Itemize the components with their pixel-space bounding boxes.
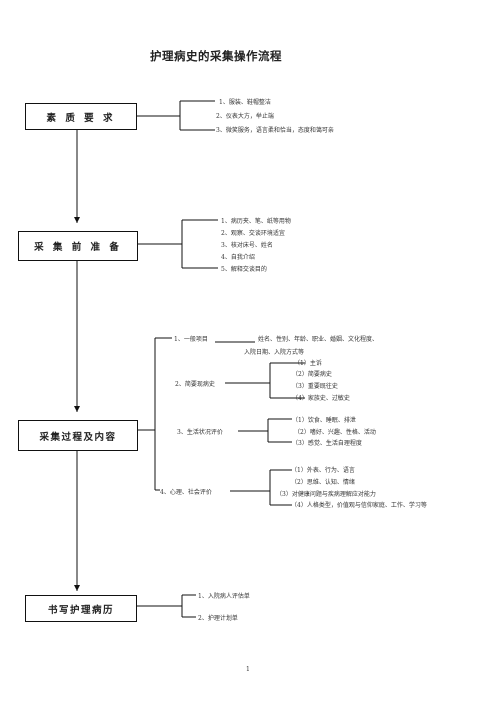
psych-item: （1）外表、行为、语言: [291, 467, 355, 474]
life-item: （3）感觉、生活自理程度: [292, 440, 362, 447]
page-title: 护理病史的采集操作流程: [150, 49, 282, 63]
record-item: 2、护理计划单: [198, 615, 238, 622]
step-label-process: 采集过程及内容: [39, 431, 117, 443]
prep-item: 5、解释交谈目的: [221, 266, 267, 273]
psych-item: （2）思维、认知、情绪: [291, 479, 355, 486]
step-box-quality: 素 质 要 求: [25, 103, 137, 130]
general-label: 1、一般项目: [174, 336, 208, 343]
step-label-quality: 素 质 要 求: [46, 112, 116, 124]
prep-item: 4、自我介绍: [221, 254, 255, 261]
quality-item: 3、微笑服务，语言柔和恰当，态度和蔼可亲: [216, 127, 334, 134]
general-text: 姓名、性别、年龄、职业、婚姻、文化程度、: [258, 336, 379, 343]
psych-item: （3）对健康问题与疾病理解应对能力: [276, 491, 376, 498]
quality-item: 2、仪表大方，举止端: [216, 113, 274, 120]
prep-item: 3、核对床号、姓名: [221, 242, 273, 249]
quality-item: 1、服装、鞋帽整洁: [219, 99, 271, 106]
life-label: 3、生活状况评价: [177, 429, 223, 436]
history-item: （2）简要病史: [292, 371, 332, 378]
psych-item: （4）人格类型，价值观与信仰家庭、工作、学习等: [291, 502, 427, 509]
page-number: 1: [246, 666, 250, 673]
record-item: 1、入院病人评估单: [198, 593, 250, 600]
step-box-record: 书写护理病历: [25, 595, 137, 622]
prep-item: 1、病历夹、笔、纸等用物: [221, 218, 291, 225]
history-item: （3）重要既往史: [292, 383, 338, 390]
life-item: （1）饮食、睡眠、排泄: [292, 417, 356, 424]
step-label-record: 书写护理病历: [47, 604, 114, 616]
step-box-prep: 采 集 前 准 备: [18, 231, 138, 261]
prep-item: 2、观察、交谈环境适宜: [221, 230, 285, 237]
step-box-process: 采集过程及内容: [18, 420, 138, 451]
life-item: （2）嗜好、兴趣、性格、活动: [294, 429, 376, 436]
step-label-prep: 采 集 前 准 备: [34, 242, 122, 253]
psych-label: 4、心理、社会评价: [160, 489, 212, 496]
history-item: （4）家族史、过敏史: [292, 395, 350, 402]
history-label: 2、简要现病史: [175, 381, 215, 388]
history-item: （1）主诉: [294, 360, 322, 367]
general-text: 入院日期、入院方式等: [244, 349, 305, 356]
